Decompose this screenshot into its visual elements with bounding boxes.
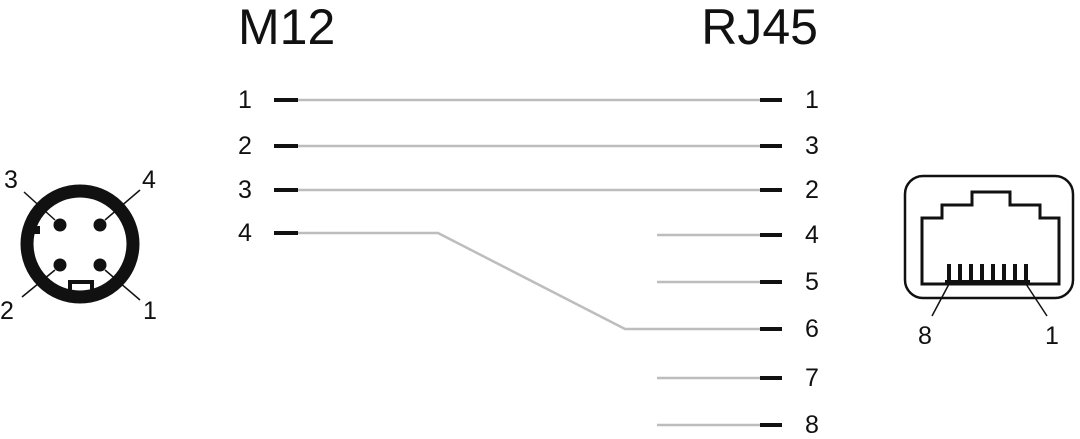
m12-pin-list: 1 2 3 4 bbox=[238, 86, 298, 247]
title-m12: M12 bbox=[238, 0, 335, 55]
rj45-row-1-label: 1 bbox=[805, 86, 819, 114]
m12-contact-3 bbox=[53, 218, 67, 232]
m12-coding-key-left bbox=[28, 226, 40, 234]
rj45-face-label-8: 8 bbox=[918, 322, 932, 350]
rj45-contact-3 bbox=[1002, 264, 1006, 282]
rj45-contact-8 bbox=[947, 264, 951, 282]
rj45-row-7-label: 7 bbox=[805, 364, 819, 392]
wires bbox=[298, 98, 760, 427]
rj45-contact-base bbox=[945, 280, 1030, 284]
m12-face-label-4: 4 bbox=[142, 166, 156, 194]
rj45-contact-2 bbox=[1013, 264, 1017, 282]
m12-pin-1-label: 1 bbox=[238, 86, 252, 114]
rj45-row-5-label: 5 bbox=[805, 268, 819, 296]
m12-outer-ring bbox=[20, 184, 140, 304]
m12-pin-4-label: 4 bbox=[238, 219, 252, 247]
title-rj45: RJ45 bbox=[701, 0, 818, 55]
rj45-outer-housing bbox=[903, 174, 1075, 300]
rj45-row-2-label: 3 bbox=[805, 132, 819, 160]
m12-pin-2-label: 2 bbox=[238, 132, 252, 160]
m12-leader-4 bbox=[104, 189, 141, 221]
m12-pin-3-label: 3 bbox=[238, 176, 252, 204]
rj45-socket-outline bbox=[920, 190, 1061, 286]
rj45-connector-icon: 8 1 bbox=[903, 174, 1075, 350]
rj45-pin-list: 1 3 2 4 5 6 7 8 bbox=[760, 86, 819, 439]
rj45-leader-1 bbox=[1025, 283, 1048, 317]
m12-face-label-1: 1 bbox=[143, 297, 157, 325]
wire-m12-4-to-rj45-6 bbox=[298, 231, 760, 331]
m12-leader-2 bbox=[21, 269, 56, 298]
m12-face-label-3: 3 bbox=[4, 166, 18, 194]
m12-contact-4 bbox=[93, 218, 107, 232]
rj45-contact-1 bbox=[1024, 264, 1028, 282]
m12-leader-1 bbox=[104, 269, 141, 301]
m12-leader-3 bbox=[23, 191, 56, 221]
rj45-contact-4 bbox=[991, 264, 995, 282]
rj45-row-4-label: 4 bbox=[805, 221, 819, 249]
m12-face-label-2: 2 bbox=[0, 297, 14, 325]
rj45-face-label-1: 1 bbox=[1045, 322, 1059, 350]
m12-coding-key-bottom bbox=[68, 280, 94, 290]
rj45-leader-8 bbox=[931, 283, 950, 317]
rj45-contacts bbox=[945, 264, 1030, 284]
rj45-contact-6 bbox=[969, 264, 973, 282]
rj45-row-8-label: 8 bbox=[805, 411, 819, 439]
m12-contact-2 bbox=[53, 258, 67, 272]
rj45-row-3-label: 2 bbox=[805, 176, 819, 204]
rj45-contact-7 bbox=[958, 264, 962, 282]
m12-contact-1 bbox=[93, 258, 107, 272]
rj45-contact-5 bbox=[980, 264, 984, 282]
rj45-row-6-label: 6 bbox=[805, 315, 819, 343]
m12-connector-icon: 3 4 2 1 bbox=[0, 166, 157, 325]
